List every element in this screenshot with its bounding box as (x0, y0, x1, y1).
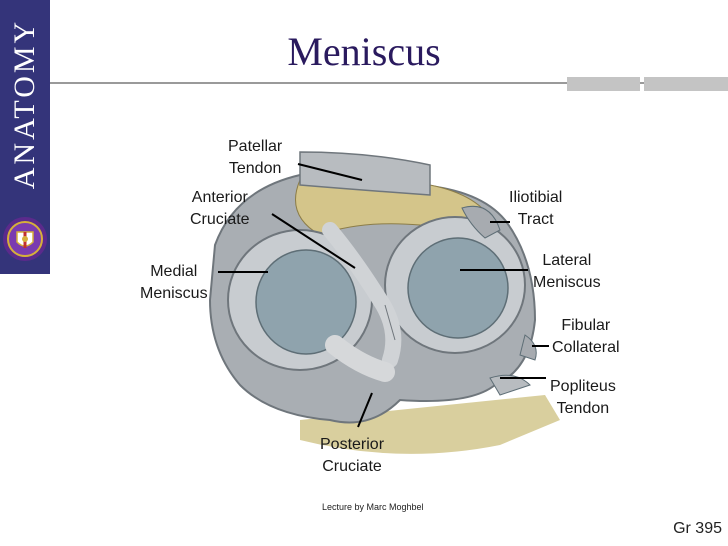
divider-accent (644, 77, 728, 91)
pointer-posterior-cruciate (357, 392, 373, 428)
anterior-cruciate-ligament (322, 222, 402, 368)
iliotibial-tract (461, 205, 501, 239)
pointer-patellar-tendon (297, 163, 363, 181)
pointer-anterior-cruciate (271, 213, 356, 269)
sidebar-banner: ANATOMY (0, 0, 50, 274)
title-divider (50, 82, 728, 84)
tibia-base (300, 395, 560, 454)
fibular-collateral-ligament (519, 334, 537, 361)
lateral-condyle-surface (407, 237, 509, 339)
lecture-credit: Lecture by Marc Moghbel (322, 502, 424, 512)
divider-accent (567, 77, 640, 91)
slide-title: Meniscus (287, 29, 441, 74)
medial-condyle-surface (255, 249, 357, 355)
patellar-tendon (299, 151, 431, 196)
reference-number: Gr 395 (673, 520, 722, 537)
posterior-cruciate-ligament (325, 335, 395, 382)
university-seal-icon (3, 217, 47, 261)
popliteus-tendon (489, 374, 531, 396)
